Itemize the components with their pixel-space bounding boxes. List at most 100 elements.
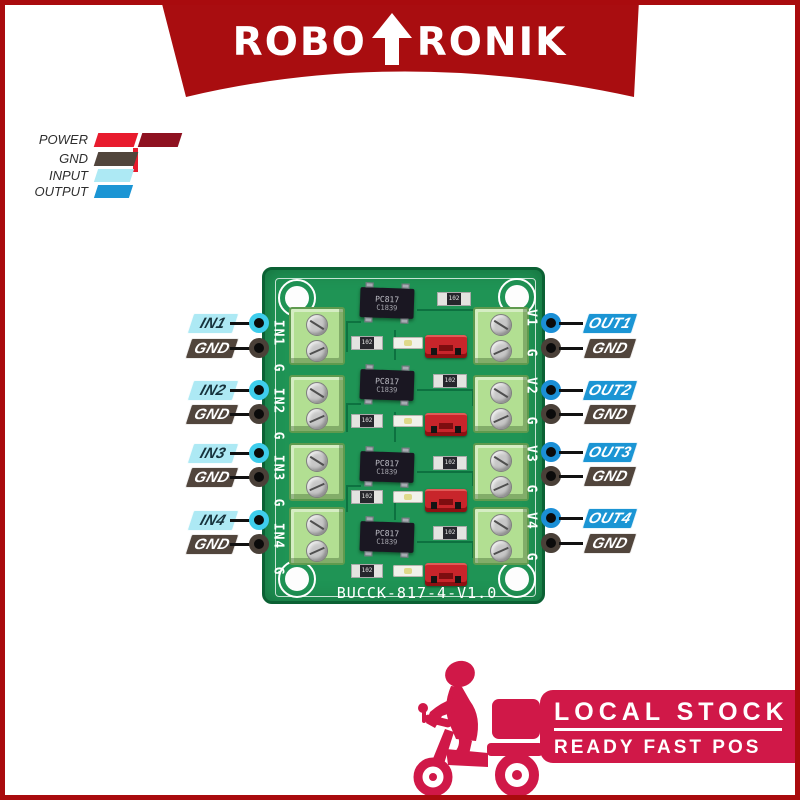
jumper-2 [425, 413, 467, 436]
mounting-hole-bottom-right [498, 560, 536, 598]
terminal-block-in4 [289, 507, 345, 565]
optocoupler-chip-4: PC817 C1839 [359, 516, 415, 558]
legend-row-input: INPUT [20, 168, 135, 183]
smd-led [393, 337, 423, 349]
legend-label-gnd: GND [59, 151, 88, 166]
silk-label-g: G [270, 431, 286, 441]
brand-text-right: RONIK [416, 20, 568, 65]
silk-label-in2: IN2 [270, 387, 286, 415]
callout-line [559, 451, 583, 454]
smd-resistor: 102 [433, 526, 467, 540]
silkscreen-border [275, 278, 536, 597]
pin-dot-gnd [541, 338, 561, 358]
jumper-3 [425, 489, 467, 512]
banner-shape [161, 0, 639, 97]
promo-line2: READY FAST POS [554, 737, 762, 758]
terminal-block-v3 [473, 443, 529, 501]
optocoupler-chip-2: PC817 C1839 [359, 364, 415, 406]
callout-line [559, 347, 583, 350]
terminal-block-in1 [289, 307, 345, 365]
jumper-1 [425, 335, 467, 358]
silk-label-g: G [523, 552, 539, 562]
optocoupler-chip-1: PC817 C1839 [359, 282, 415, 324]
callout-line [559, 517, 583, 520]
callout-line [230, 519, 252, 522]
legend-row-gnd: GND [20, 151, 139, 166]
silk-label-in4: IN4 [270, 522, 286, 550]
smd-resistor: 102 [351, 564, 383, 578]
legend-label-output: OUTPUT [34, 184, 88, 199]
silk-label-v2: V2 [523, 377, 539, 395]
pin-dot-in2 [249, 380, 269, 400]
callout-line [559, 475, 583, 478]
callout-line [230, 452, 252, 455]
silk-label-v1: V1 [523, 309, 539, 327]
smd-resistor: 102 [437, 292, 471, 306]
board-model-text: BUCCK-817-4-V1.0 [336, 584, 498, 602]
mounting-hole-top-right [498, 278, 536, 316]
pin-dot-gnd [541, 404, 561, 424]
top-banner [161, 0, 639, 97]
silk-label-g: G [270, 566, 286, 576]
terminal-block-v1 [473, 307, 529, 365]
pin-tag-out1: OUT1 [581, 313, 639, 334]
pin-tag-out2: OUT2 [581, 380, 639, 401]
pin-dot-out3 [541, 442, 561, 462]
pin-dot-out1 [541, 313, 561, 333]
callout-line [230, 476, 252, 479]
terminal-block-in3 [289, 443, 345, 501]
callout-line [230, 543, 252, 546]
pin-tag-gnd: GND [582, 466, 638, 487]
legend-row-power: POWER [20, 132, 183, 147]
callout-line [230, 347, 252, 350]
chip-marking-2: C1839 [376, 303, 398, 312]
legend-label-input: INPUT [49, 168, 88, 183]
power-dark-color-swatch [137, 132, 183, 147]
chip-marking-2: C1839 [376, 537, 398, 546]
pin-dot-gnd [249, 404, 269, 424]
pin-tag-out4: OUT4 [581, 508, 639, 529]
pin-dot-gnd [541, 466, 561, 486]
silk-label-g: G [270, 363, 286, 373]
up-arrow-icon [371, 13, 412, 65]
pin-dot-gnd [249, 534, 269, 554]
silk-label-in3: IN3 [270, 454, 286, 482]
output-color-swatch [93, 185, 134, 198]
gnd-color-swatch [93, 151, 139, 166]
silk-label-g: G [270, 498, 286, 508]
pin-dot-out2 [541, 380, 561, 400]
chip-marking-2: C1839 [376, 467, 398, 476]
pin-dot-in4 [249, 510, 269, 530]
smd-led [393, 491, 423, 503]
silk-label-v3: V3 [523, 445, 539, 463]
pin-tag-gnd: GND [582, 338, 638, 359]
chip-marking-2: C1839 [376, 385, 398, 394]
delivery-scooter-icon [413, 660, 543, 797]
pcb-board: PC817 C1839 PC817 C1839 PC817 C1839 PC81… [262, 267, 545, 604]
callout-line [559, 413, 583, 416]
callout-line [230, 322, 252, 325]
silk-label-v4: V4 [523, 512, 539, 530]
pin-dot-gnd [541, 533, 561, 553]
pin-dot-out4 [541, 508, 561, 528]
smd-led [393, 565, 423, 577]
smd-resistor: 102 [433, 374, 467, 388]
silk-label-in1: IN1 [270, 319, 286, 347]
callout-line [559, 322, 583, 325]
pin-dot-in1 [249, 313, 269, 333]
pin-dot-gnd [249, 338, 269, 358]
power-color-swatch [93, 132, 139, 147]
optocoupler-chip-3: PC817 C1839 [359, 446, 415, 488]
promo-line1: LOCAL STOCK [554, 698, 789, 726]
smd-resistor: 102 [351, 490, 383, 504]
pin-dot-gnd [249, 467, 269, 487]
terminal-block-v4 [473, 507, 529, 565]
smd-resistor: 102 [433, 456, 467, 470]
silk-label-g: G [523, 416, 539, 426]
brand-text-left: ROBO [232, 20, 367, 65]
callout-line [230, 389, 252, 392]
terminal-block-in2 [289, 375, 345, 433]
silk-label-g: G [523, 348, 539, 358]
smd-led [393, 415, 423, 427]
